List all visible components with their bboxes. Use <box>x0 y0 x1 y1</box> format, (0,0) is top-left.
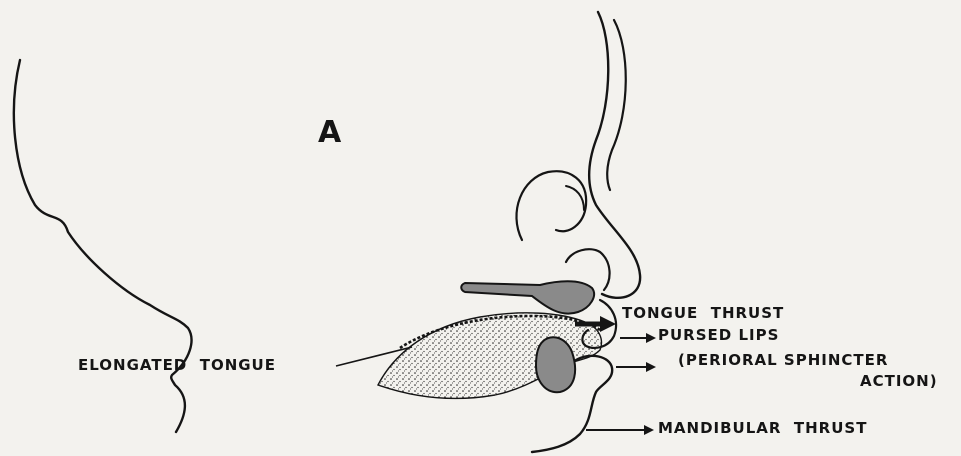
perioral-sphincter-label: (PERIORAL SPHINCTER <box>678 353 888 368</box>
pursed-lips-arrowhead <box>646 333 656 343</box>
palate-shape <box>461 281 594 313</box>
head-outline <box>14 60 192 432</box>
mandibular-arrowhead <box>644 425 654 435</box>
forehead-inner-outline <box>607 20 626 190</box>
forehead-outline <box>589 12 640 298</box>
tongue-thrust-label: TONGUE THRUST <box>622 306 784 321</box>
pursed-lips-label: PURSED LIPS <box>658 328 779 343</box>
elongated-tongue-label: ELONGATED TONGUE <box>78 358 276 373</box>
mandibular-thrust-label: MANDIBULAR THRUST <box>658 421 867 436</box>
perioral-action-label: ACTION) <box>860 374 938 389</box>
eyelid-outline <box>566 186 584 210</box>
mandible-shape <box>536 337 575 392</box>
perioral-arrowhead <box>646 362 656 372</box>
tongue-thrust-arrowhead <box>600 316 616 332</box>
eye-outline <box>516 171 586 240</box>
panel-letter: A <box>318 118 341 148</box>
